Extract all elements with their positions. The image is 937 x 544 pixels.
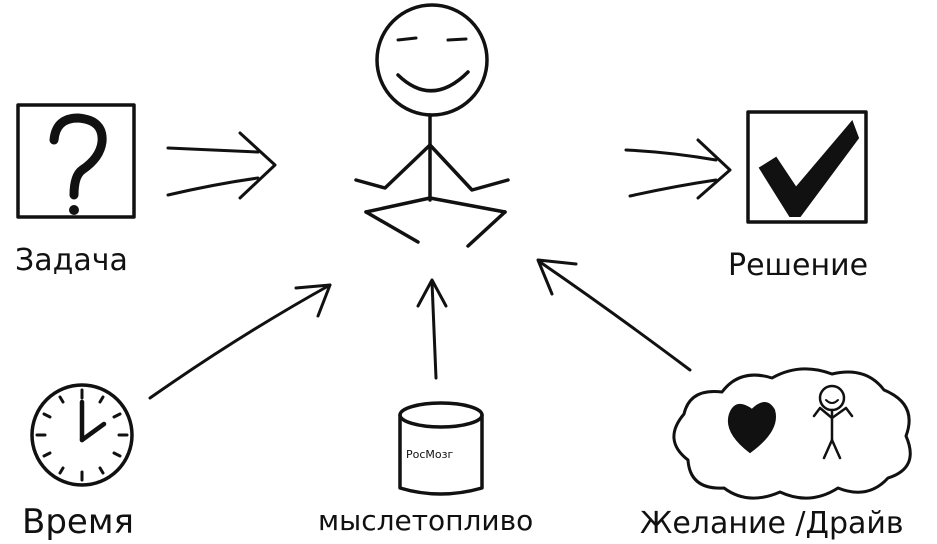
task-arrow bbox=[166, 131, 277, 200]
fuel-label: мыслетопливо bbox=[318, 504, 533, 537]
task-question-box bbox=[16, 103, 136, 219]
heart-icon bbox=[728, 402, 776, 454]
jar-label: РосМозг bbox=[406, 448, 453, 461]
time-arrow bbox=[148, 283, 332, 400]
meditating-figure-icon bbox=[354, 3, 510, 248]
solution-label: Решение bbox=[728, 248, 868, 283]
fuel-arrow bbox=[416, 278, 448, 380]
time-label: Время bbox=[22, 502, 134, 542]
fuel-jar-icon: РосМозг bbox=[398, 401, 484, 496]
solution-arrow bbox=[624, 138, 732, 200]
time-clock-icon bbox=[30, 383, 134, 487]
solution-check-box bbox=[746, 110, 868, 224]
desire-arrow bbox=[536, 258, 692, 372]
stick-figure-icon bbox=[812, 384, 854, 460]
desire-label: Желание /Драйв bbox=[640, 506, 904, 541]
question-dot bbox=[69, 205, 79, 215]
desire-cloud-icon bbox=[672, 367, 912, 500]
task-label: Задача bbox=[15, 243, 128, 278]
